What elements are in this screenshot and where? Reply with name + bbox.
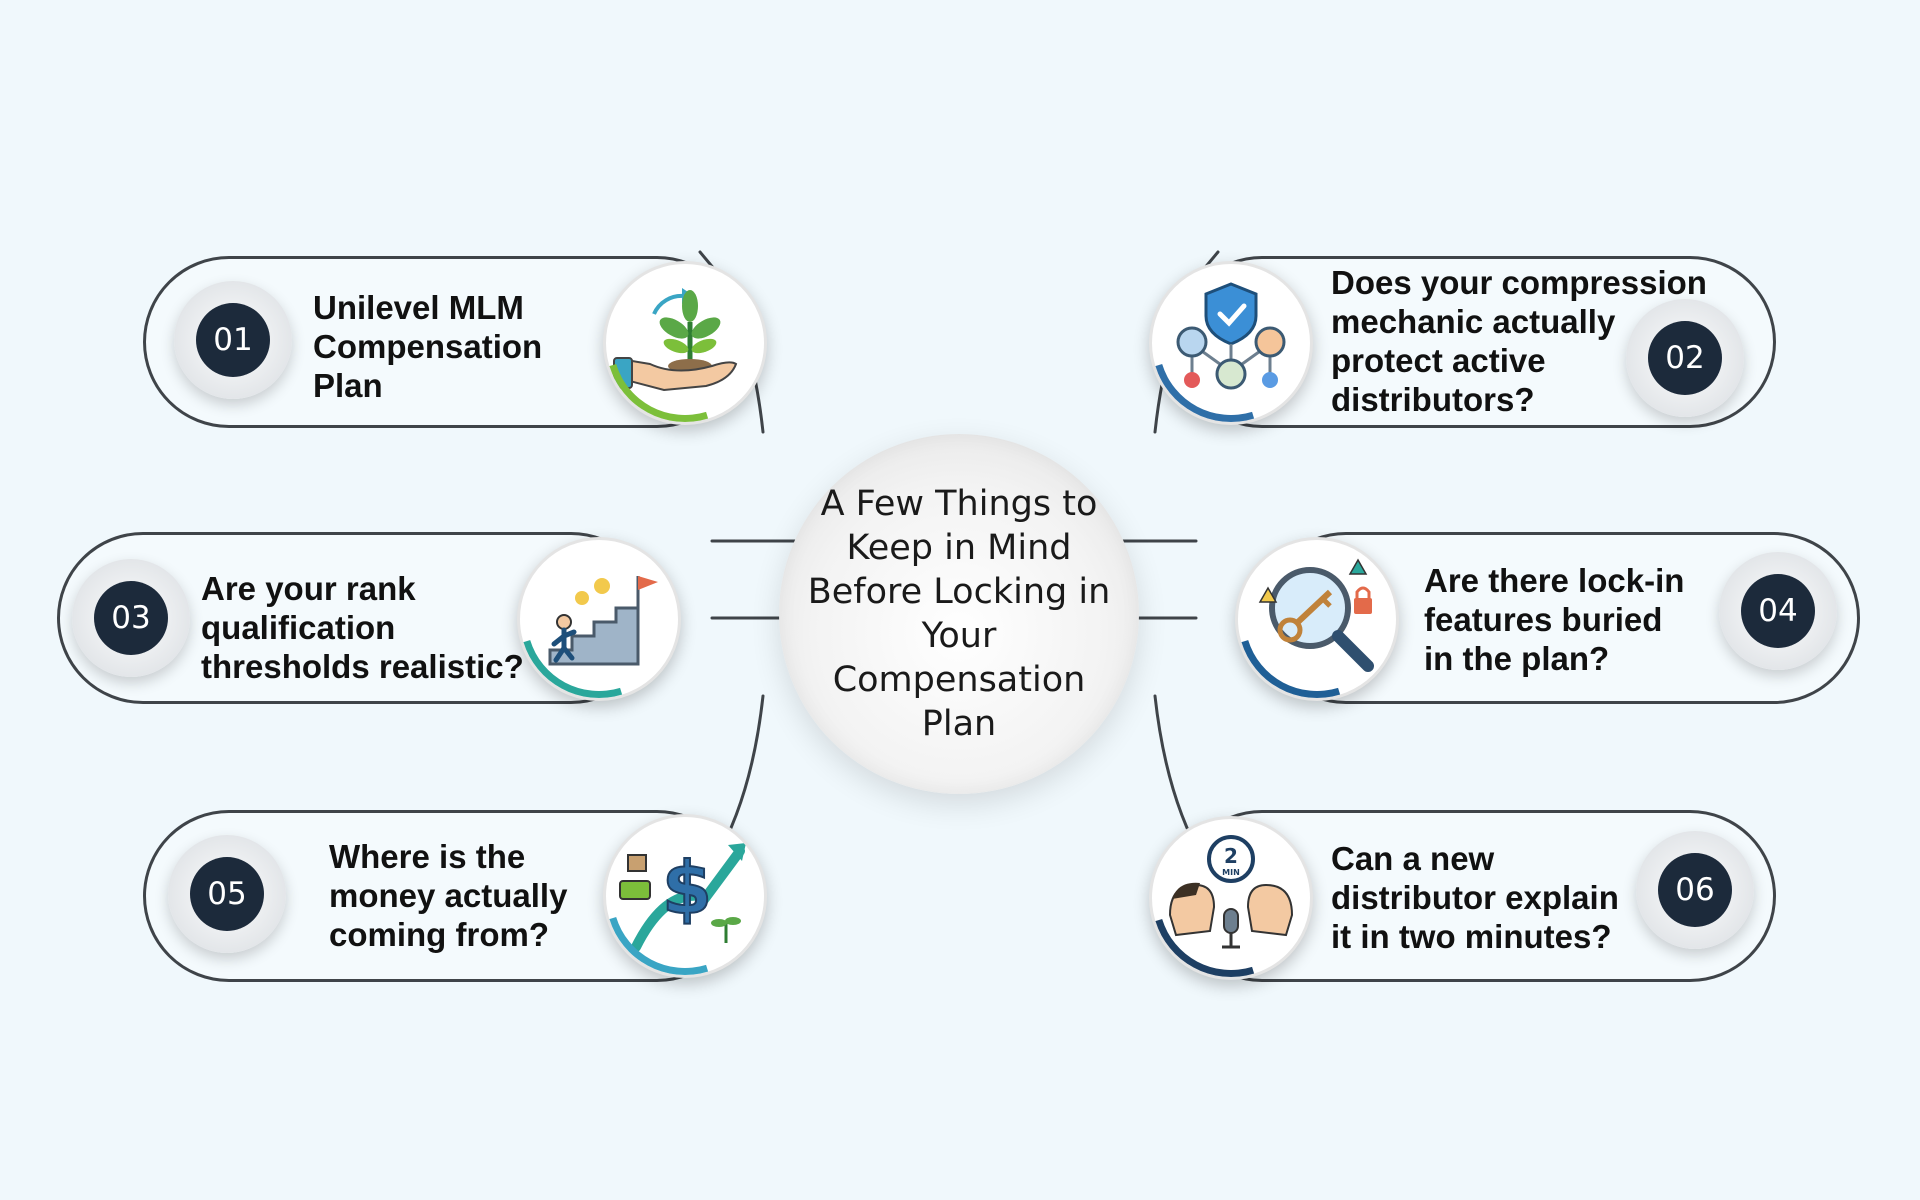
item-text-3: Are your rank qualification thresholds r…: [201, 570, 524, 685]
key-magnifier-icon: [1235, 537, 1399, 701]
number-badge-4: 04: [1719, 552, 1837, 670]
item-text-6: Can a new distributor explain it in two …: [1331, 840, 1619, 955]
timer-unit: MIN: [1222, 868, 1240, 877]
diagram-title: A Few Things to Keep in Mind Before Lock…: [807, 484, 1111, 744]
dollar-growth-icon: $: [603, 814, 767, 978]
item-text-4: Are there lock-in features buried in the…: [1424, 562, 1685, 677]
number-02: 02: [1648, 321, 1722, 395]
number-badge-6: 06: [1636, 831, 1754, 949]
number-06: 06: [1658, 853, 1732, 927]
svg-text:$: $: [662, 846, 712, 930]
number-03: 03: [94, 581, 168, 655]
number-badge-5: 05: [168, 835, 286, 953]
number-04: 04: [1741, 574, 1815, 648]
two-minute-talk-icon: 2 MIN: [1149, 816, 1313, 980]
number-05: 05: [190, 857, 264, 931]
plant-in-hand-icon: [603, 261, 767, 425]
number-01: 01: [196, 303, 270, 377]
climbing-stairs-icon: [517, 537, 681, 701]
item-text-1: Unilevel MLM Compensation Plan: [313, 289, 543, 404]
item-text-5: Where is the money actually coming from?: [329, 838, 568, 953]
shield-network-icon: [1149, 261, 1313, 425]
timer-number: 2: [1224, 844, 1238, 868]
number-badge-2: 02: [1626, 299, 1744, 417]
number-badge-1: 01: [174, 281, 292, 399]
central-hub: A Few Things to Keep in Mind Before Lock…: [779, 434, 1139, 794]
item-text-2: Does your compression mechanic actually …: [1331, 264, 1707, 418]
number-badge-3: 03: [72, 559, 190, 677]
